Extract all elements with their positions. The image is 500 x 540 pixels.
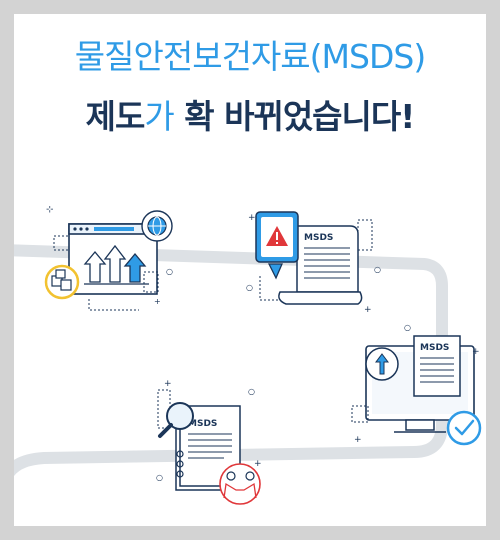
svg-text:⊹: ⊹ <box>46 205 54 215</box>
title-word-changed: 확 바뀌었습니다! <box>173 97 415 136</box>
monitor-msds-illustration: MSDS ○ + + <box>351 323 482 446</box>
illustration-canvas: ⊹ ○ + MSDS ○ ○ <box>14 205 482 505</box>
svg-text:+: + <box>472 347 480 357</box>
svg-text:○: ○ <box>246 283 253 292</box>
title-word-system: 제도 <box>85 97 146 136</box>
title-line-1: 물질안전보건자료(MSDS) <box>74 37 426 76</box>
svg-text:+: + <box>248 213 256 223</box>
svg-text:+: + <box>364 305 372 315</box>
browser-upload-illustration: ⊹ ○ + <box>44 205 173 311</box>
msds-doc-label-3: MSDS <box>188 419 217 429</box>
svg-text:+: + <box>164 379 172 389</box>
svg-text:○: ○ <box>404 323 411 332</box>
msds-doc-label-2: MSDS <box>420 343 449 353</box>
svg-text:○: ○ <box>166 267 173 276</box>
svg-text:○: ○ <box>156 473 163 482</box>
svg-text:○: ○ <box>374 265 381 274</box>
msds-warning-illustration: MSDS ○ ○ + + <box>246 211 381 315</box>
msds-review-handshake-illustration: MSDS + ○ + ○ <box>156 379 262 505</box>
infographic-card: 물질안전보건자료(MSDS) 제도가 확 바뀌었습니다! <box>14 14 486 526</box>
svg-text:+: + <box>154 297 161 306</box>
title-particle: 가 <box>144 97 174 136</box>
svg-text:○: ○ <box>248 387 255 396</box>
msds-doc-label-1: MSDS <box>304 233 333 243</box>
svg-text:+: + <box>354 435 362 445</box>
title-line-2: 제도가 확 바뀌었습니다! <box>14 90 486 138</box>
svg-text:+: + <box>254 459 262 469</box>
winding-road <box>14 244 448 477</box>
